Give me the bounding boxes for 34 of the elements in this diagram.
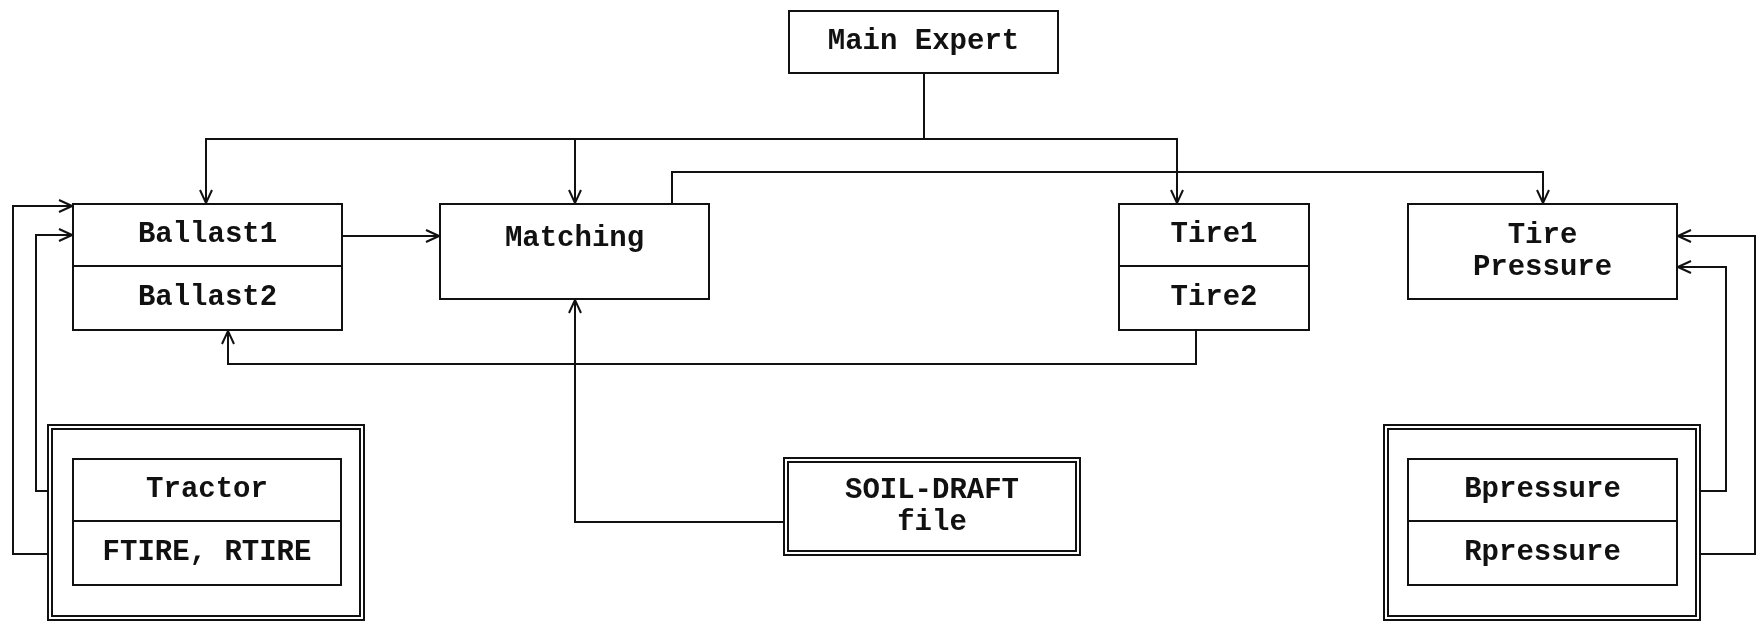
arrow <box>568 299 784 523</box>
process-box <box>72 520 342 586</box>
node-label: SOIL-DRAFT file <box>844 474 1020 539</box>
process-box <box>72 458 342 522</box>
process-box <box>1407 458 1678 522</box>
node-label: Ballast2 <box>137 282 278 314</box>
process-box <box>439 203 710 300</box>
node-label: Rpressure <box>1464 537 1621 569</box>
arrow <box>342 229 440 243</box>
process-box <box>1118 265 1310 331</box>
arrow <box>35 228 73 492</box>
arrow <box>671 171 1550 204</box>
node-label: FTIRE, RTIRE <box>102 537 312 569</box>
process-box <box>783 457 1081 556</box>
container-box <box>47 424 365 621</box>
process-box <box>72 265 343 331</box>
process-box <box>1407 203 1678 300</box>
arrow <box>1677 229 1756 555</box>
process-box <box>1407 520 1678 586</box>
node-label: Tractor <box>146 474 268 506</box>
arrow <box>1677 260 1727 492</box>
arrow <box>221 330 1197 365</box>
node-label: Bpressure <box>1464 474 1621 506</box>
node-label: Matching <box>504 223 645 255</box>
process-box <box>1118 203 1310 267</box>
node-label: Tire Pressure <box>1471 219 1614 284</box>
process-box <box>72 203 343 267</box>
arrow <box>12 199 73 555</box>
node-label: Ballast1 <box>137 219 278 251</box>
node-label: Tire2 <box>1170 282 1258 314</box>
node-label: Main Expert <box>827 26 1020 58</box>
process-box <box>788 10 1059 74</box>
container-box <box>1383 424 1701 621</box>
node-label: Tire1 <box>1170 219 1258 251</box>
